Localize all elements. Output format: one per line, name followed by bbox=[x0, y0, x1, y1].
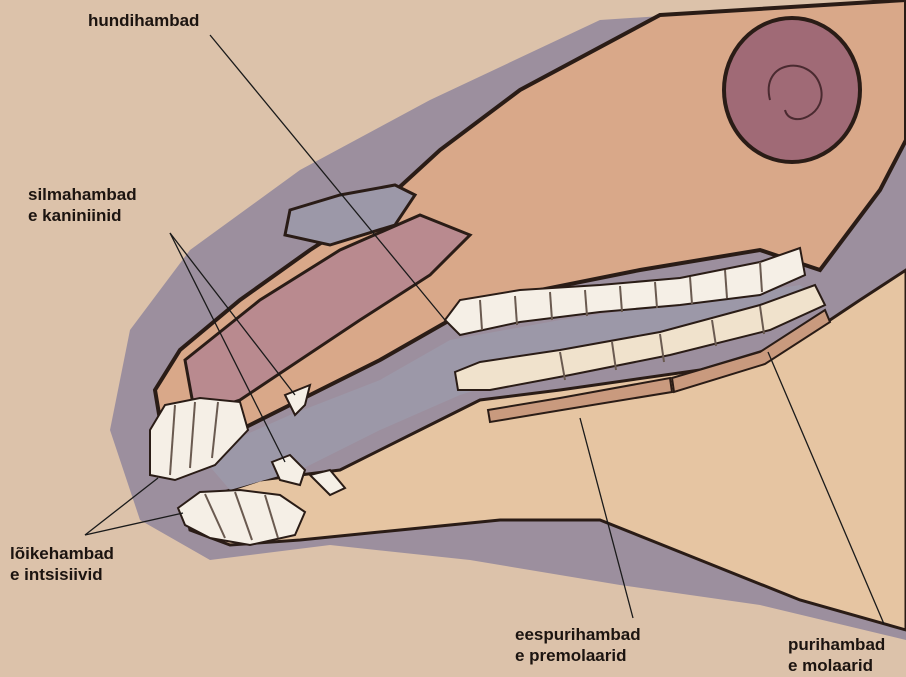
label-canine-teeth: hundihambad bbox=[88, 10, 199, 31]
label-silmahambad-line1: silmahambad bbox=[28, 184, 137, 205]
eye-orbit bbox=[724, 18, 860, 162]
label-silmahambad: silmahambad e kaniniinid bbox=[28, 184, 137, 226]
label-silmahambad-line2: e kaniniinid bbox=[28, 205, 137, 226]
label-purihambad-line2: e molaarid bbox=[788, 655, 885, 676]
label-purihambad: purihambad e molaarid bbox=[788, 634, 885, 676]
label-eespurihambad-line1: eespurihambad bbox=[515, 624, 641, 645]
label-eespurihambad: eespurihambad e premolaarid bbox=[515, 624, 641, 666]
label-purihambad-line1: purihambad bbox=[788, 634, 885, 655]
label-loikehambad-line2: e intsisiivid bbox=[10, 564, 114, 585]
label-loikehambad: lõikehambad e intsisiivid bbox=[10, 543, 114, 585]
label-loikehambad-line1: lõikehambad bbox=[10, 543, 114, 564]
label-eespurihambad-line2: e premolaarid bbox=[515, 645, 641, 666]
label-canine-text: hundihambad bbox=[88, 10, 199, 31]
